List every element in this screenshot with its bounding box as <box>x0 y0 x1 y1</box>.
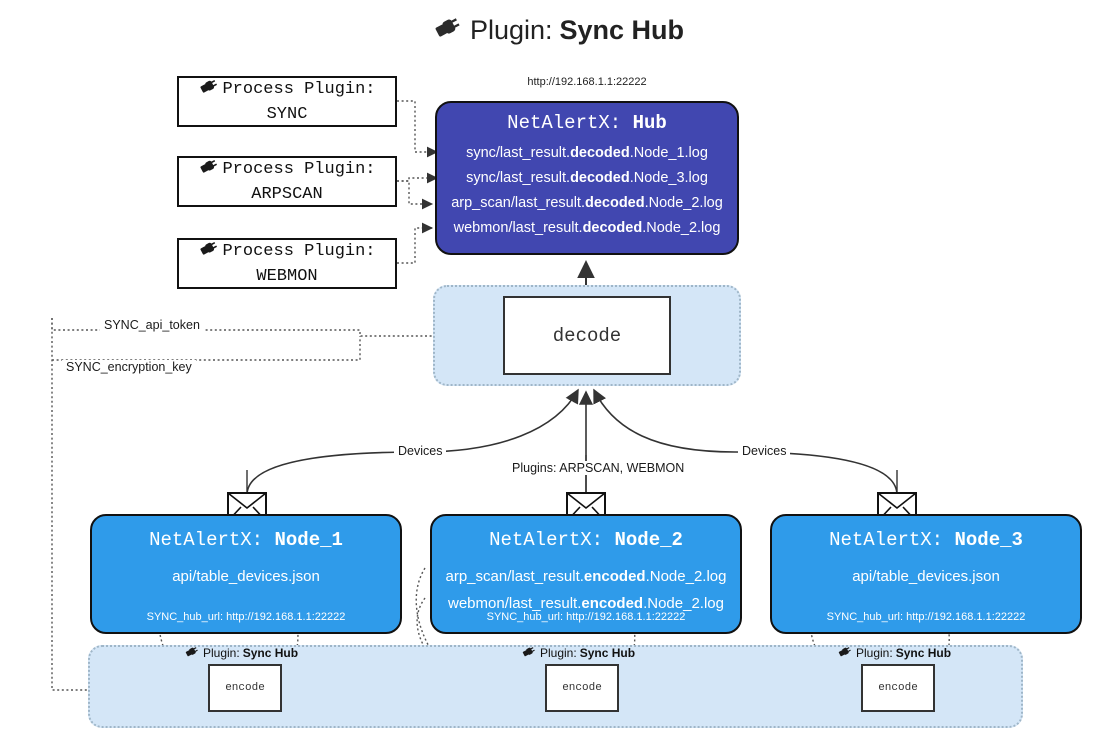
node-card-node-1[interactable]: NetAlertX: Node_1 api/table_devices.json… <box>90 514 402 634</box>
sync-encryption-key-label: SYNC_encryption_key <box>62 360 196 374</box>
hub-title-prefix: NetAlertX: <box>507 112 622 134</box>
log-mid: decoded <box>584 195 645 211</box>
encoder-plugin-label-3: Plugin: Sync Hub <box>837 645 951 661</box>
encoder-plugin-prefix: Plugin: <box>540 646 577 660</box>
hub-url-label: http://192.168.1.1:22222 <box>527 76 647 88</box>
encoder-plugin-label-1: Plugin: Sync Hub <box>184 645 298 661</box>
hub-log-line: sync/last_result.decoded.Node_3.log <box>437 166 737 191</box>
process-plugin-line1: Process Plugin: <box>222 79 376 99</box>
node-line-pre: api/table_devices.json <box>172 568 320 585</box>
node-title-name: Node_3 <box>954 529 1023 551</box>
devices-label-right: Devices <box>738 444 791 458</box>
decode-box[interactable]: decode <box>503 296 671 375</box>
node-card-node-3[interactable]: NetAlertX: Node_3 api/table_devices.json… <box>770 514 1082 634</box>
process-plugin-line1: Process Plugin: <box>222 241 376 261</box>
encoder-plugin-prefix: Plugin: <box>203 646 240 660</box>
encode-box-3[interactable]: encode <box>861 664 935 712</box>
node-line: api/table_devices.json <box>92 563 400 590</box>
node-footer: SYNC_hub_url: http://192.168.1.1:22222 <box>826 611 1026 623</box>
log-post: .Node_3.log <box>629 170 708 186</box>
process-plugin-line2: SYNC <box>266 104 308 124</box>
plug-icon <box>837 645 853 661</box>
hub-log-line: webmon/last_result.decoded.Node_2.log <box>437 216 737 241</box>
node-line-post: .Node_2.log <box>645 568 727 585</box>
title-prefix: Plugin: <box>469 15 553 45</box>
node-title-prefix: NetAlertX: <box>149 529 264 551</box>
node-line-pre: api/table_devices.json <box>852 568 1000 585</box>
process-plugin-line2: ARPSCAN <box>251 184 323 204</box>
hub-node[interactable]: NetAlertX: Hub sync/last_result.decoded.… <box>435 101 739 255</box>
log-pre: arp_scan/last_result. <box>451 195 585 211</box>
process-plugin-box-arpscan[interactable]: Process Plugin: ARPSCAN <box>177 156 397 207</box>
encoder-plugin-name: Sync Hub <box>895 646 952 660</box>
node-body: api/table_devices.json <box>92 563 400 590</box>
log-mid: decoded <box>570 145 630 161</box>
log-post: .Node_1.log <box>629 145 708 161</box>
hub-title-name: Hub <box>632 112 667 134</box>
node-footer: SYNC_hub_url: http://192.168.1.1:22222 <box>146 611 346 623</box>
hub-title: NetAlertX: Hub <box>437 112 737 134</box>
encoder-plugin-name: Sync Hub <box>242 646 299 660</box>
node-footer: SYNC_hub_url: http://192.168.1.1:22222 <box>486 611 686 623</box>
node-line-pre: arp_scan/last_result. <box>445 568 584 585</box>
node-line: webmon/last_result.encoded.Node_2.log <box>432 590 740 617</box>
node-line-mid: encoded <box>581 595 644 612</box>
encoder-plugin-prefix: Plugin: <box>856 646 893 660</box>
encoder-plugin-name: Sync Hub <box>579 646 636 660</box>
node-title-prefix: NetAlertX: <box>489 529 604 551</box>
plug-icon <box>521 645 537 661</box>
plugins-label-center: Plugins: ARPSCAN, WEBMON <box>508 461 689 475</box>
title-name: Sync Hub <box>559 15 685 45</box>
log-mid: decoded <box>582 220 643 236</box>
node-line: arp_scan/last_result.encoded.Node_2.log <box>432 563 740 590</box>
plug-icon <box>433 14 463 47</box>
node-body: arp_scan/last_result.encoded.Node_2.log … <box>432 563 740 617</box>
hub-log-line: sync/last_result.decoded.Node_1.log <box>437 141 737 166</box>
node-card-node-2[interactable]: NetAlertX: Node_2 arp_scan/last_result.e… <box>430 514 742 634</box>
process-plugin-line2: WEBMON <box>256 266 318 286</box>
node-line-post: .Node_2.log <box>643 595 724 612</box>
plug-icon <box>198 77 220 104</box>
node-line-pre: webmon/last_result. <box>448 595 582 612</box>
node-body: api/table_devices.json <box>772 563 1080 590</box>
encode-box-1[interactable]: encode <box>208 664 282 712</box>
devices-label-left: Devices <box>394 444 447 458</box>
sync-api-token-label: SYNC_api_token <box>100 318 204 332</box>
log-post: .Node_2.log <box>642 220 721 236</box>
encode-box-2[interactable]: encode <box>545 664 619 712</box>
process-plugin-box-sync[interactable]: Process Plugin: SYNC <box>177 76 397 127</box>
process-plugin-line1: Process Plugin: <box>222 159 376 179</box>
plug-icon <box>198 157 220 184</box>
log-pre: sync/last_result. <box>466 145 571 161</box>
node-title: NetAlertX: Node_3 <box>772 529 1080 551</box>
node-line: api/table_devices.json <box>772 563 1080 590</box>
node-title: NetAlertX: Node_2 <box>432 529 740 551</box>
node-line-mid: encoded <box>583 568 646 585</box>
node-title-name: Node_1 <box>274 529 343 551</box>
hub-log-list: sync/last_result.decoded.Node_1.log sync… <box>437 141 737 241</box>
node-title: NetAlertX: Node_1 <box>92 529 400 551</box>
encoder-plugin-label-2: Plugin: Sync Hub <box>521 645 635 661</box>
log-post: .Node_2.log <box>644 195 723 211</box>
node-title-name: Node_2 <box>614 529 683 551</box>
hub-log-line: arp_scan/last_result.decoded.Node_2.log <box>437 191 737 216</box>
node-title-prefix: NetAlertX: <box>829 529 944 551</box>
plug-icon <box>198 239 220 266</box>
page-title: Plugin: Sync Hub <box>0 14 1117 47</box>
log-pre: webmon/last_result. <box>453 220 583 236</box>
log-mid: decoded <box>570 170 630 186</box>
process-plugin-box-webmon[interactable]: Process Plugin: WEBMON <box>177 238 397 289</box>
log-pre: sync/last_result. <box>466 170 571 186</box>
plug-icon <box>184 645 200 661</box>
